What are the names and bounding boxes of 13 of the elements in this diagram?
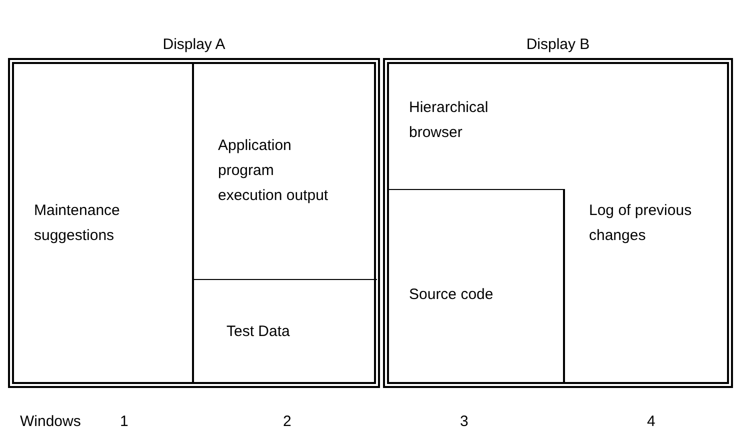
window-number: 1 [120, 413, 128, 432]
window-label: Log of previous changes [589, 201, 693, 246]
display-heading: Display A [162, 36, 226, 55]
window-label: Source code [409, 284, 494, 305]
window-number: 4 [647, 413, 656, 432]
window-number: 2 [283, 413, 292, 432]
display-heading: Display B [526, 36, 590, 55]
window-number: Windows [20, 413, 81, 432]
window-label: Test Data [226, 322, 291, 342]
window-label: Maintenance suggestions [34, 201, 121, 246]
window-label: Hierarchical browser [409, 98, 490, 143]
window-label: Application program execution output [218, 136, 330, 206]
window-number: 3 [460, 413, 468, 432]
